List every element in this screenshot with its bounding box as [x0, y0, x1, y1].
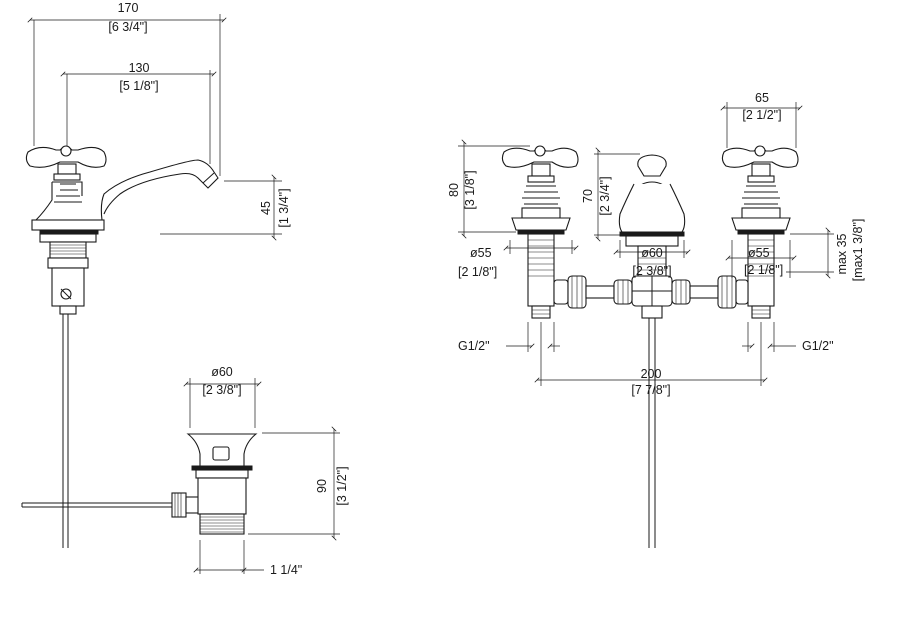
- waste-height-mm: 90: [315, 479, 329, 493]
- waste-diameter-mm: ø60: [211, 365, 233, 379]
- handle-width-inch: [2 1/2"]: [742, 108, 781, 122]
- centers-inch: [7 7/8"]: [631, 383, 670, 397]
- handle-to-outlet-inch: [5 1/8"]: [119, 79, 158, 93]
- max-thickness-mm: max 35: [835, 233, 849, 274]
- connecting-hoses: [553, 275, 749, 309]
- right-flange-inch: [2 1/8"]: [744, 263, 783, 277]
- dim-handle-width: 65 [2 1/2"]: [720, 91, 803, 148]
- spout-reach-inch: [6 3/4"]: [108, 20, 147, 34]
- center-flange-inch: [2 3/8"]: [632, 264, 671, 278]
- max-thickness-inch: [max1 3/8"]: [851, 219, 865, 282]
- left-cross-handle: [501, 147, 579, 168]
- spout-body-height-mm: 70: [581, 189, 595, 203]
- dim-center-flange: ø60 [2 3/8"]: [613, 240, 691, 278]
- dim-right-thread: G1/2": [742, 322, 834, 353]
- spout-body-height-inch: [2 3/4"]: [598, 176, 612, 215]
- right-valve: [721, 145, 799, 319]
- left-valve: [501, 145, 579, 319]
- dim-waste-diameter: ø60 [2 3/8"]: [183, 365, 262, 428]
- dim-right-flange: ø55 [2 1/8"]: [725, 240, 797, 278]
- right-thread-label: G1/2": [802, 339, 834, 353]
- left-thread-label: G1/2": [458, 339, 490, 353]
- spout-height-mm: 45: [259, 201, 273, 215]
- dim-spout-body-height: 70 [2 3/4"]: [581, 147, 640, 242]
- waste-thread: [199, 513, 245, 535]
- center-flange-mm: ø60: [641, 246, 663, 260]
- left-flange-mm: ø55: [470, 246, 492, 260]
- cross-handle: [25, 146, 107, 168]
- valve-height-inch: [3 1/8"]: [463, 170, 477, 209]
- dim-left-thread: G1/2": [458, 322, 560, 353]
- spout-reach-mm: 170: [118, 1, 139, 15]
- dim-left-flange: ø55 [2 1/8"]: [458, 240, 579, 279]
- waste-height-inch: [3 1/2"]: [335, 466, 349, 505]
- handle-to-outlet-mm: 130: [129, 61, 150, 75]
- dim-waste-height: 90 [3 1/2"]: [248, 426, 349, 541]
- right-flange-mm: ø55: [748, 246, 770, 260]
- dim-waste-thread: 1 1/4": [193, 540, 302, 577]
- valve-height-mm: 80: [447, 183, 461, 197]
- popup-waste: [21, 433, 258, 535]
- left-valve-thread: [527, 233, 555, 307]
- dim-max-thickness: max 35 [max1 3/8"]: [786, 219, 865, 282]
- centers-mm: 200: [641, 367, 662, 381]
- center-spout: [618, 154, 686, 548]
- left-flange-inch: [2 1/8"]: [458, 265, 497, 279]
- dim-spout-height: 45 [1 3/4"]: [160, 174, 291, 241]
- spout: [34, 159, 219, 221]
- right-valve-thread: [747, 233, 775, 307]
- dim-centers: 200 [7 7/8"]: [534, 322, 768, 397]
- right-cross-handle: [721, 147, 799, 168]
- waste-thread-label: 1 1/4": [270, 563, 302, 577]
- dim-handle-to-outlet: 130 [5 1/8"]: [60, 61, 217, 164]
- waste-diameter-inch: [2 3/8"]: [202, 383, 241, 397]
- shank-thread: [49, 241, 87, 259]
- dim-valve-height: 80 [3 1/8"]: [447, 139, 530, 239]
- spout-height-inch: [1 3/4"]: [277, 188, 291, 227]
- single-hole-mixer: [25, 145, 219, 548]
- spout-dome: [618, 183, 686, 233]
- dim-spout-reach: 170 [6 3/4"]: [27, 1, 227, 176]
- handle-width-mm: 65: [755, 91, 769, 105]
